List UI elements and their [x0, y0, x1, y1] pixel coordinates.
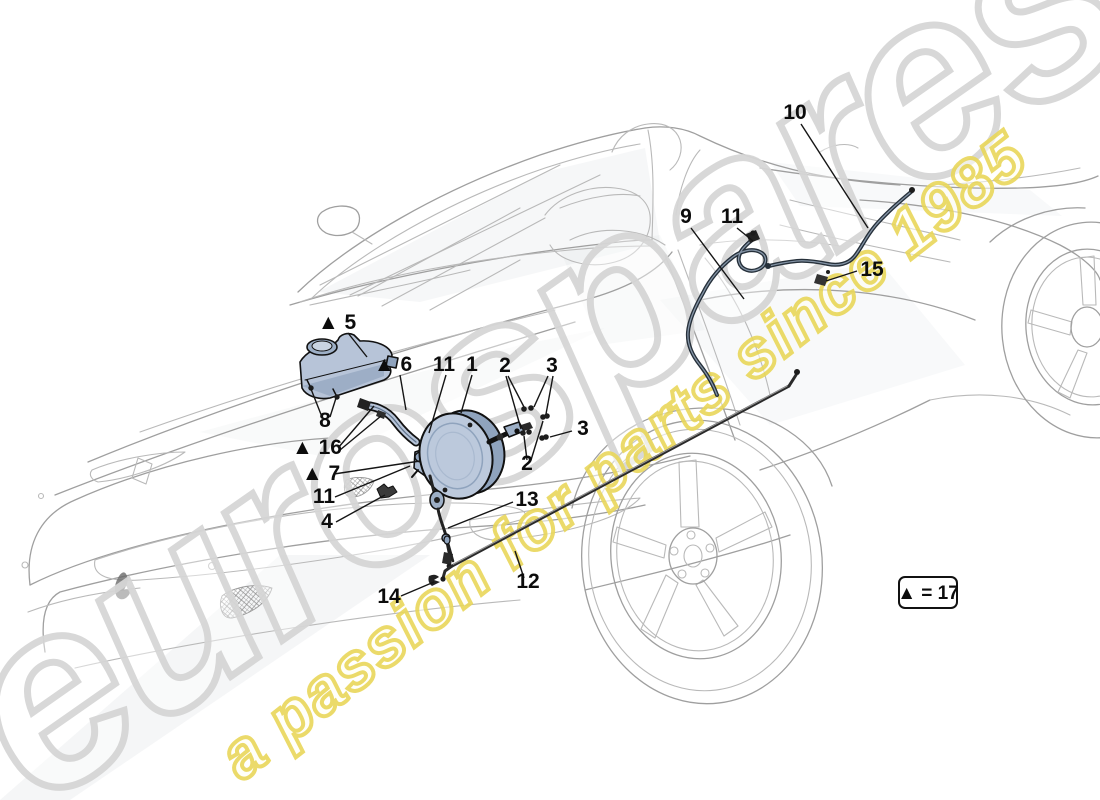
reservoir-screws	[306, 379, 340, 400]
brake-servo	[418, 409, 506, 500]
brake-fluid-reservoir	[299, 332, 399, 400]
bracket	[376, 483, 398, 499]
part-label-5: ▲ 5	[318, 311, 357, 334]
leader-line-10	[800, 123, 869, 229]
part-label-15: 15	[860, 258, 884, 281]
leader-line-4	[335, 494, 386, 523]
legend-label: ▲ = 17	[897, 583, 959, 604]
grille-mesh	[220, 585, 273, 619]
part-label-3-right: 3	[577, 417, 589, 440]
leader-line-2-bottom-1	[530, 420, 544, 461]
leader-line-16-1	[339, 415, 382, 451]
part-label-4: 4	[321, 510, 333, 533]
part-label-11-left: 11	[313, 485, 336, 508]
actuation-rod	[440, 369, 800, 582]
part-label-2-bottom: 2	[521, 452, 533, 475]
leader-line-8	[310, 388, 323, 418]
part-label-3-top: 3	[546, 354, 558, 377]
part-label-8: 8	[319, 409, 331, 432]
part-label-1: 1	[466, 353, 478, 376]
leader-line-7	[333, 460, 421, 475]
leader-line-2-top	[507, 375, 525, 408]
leader-line-14	[400, 581, 435, 597]
leader-line-15	[825, 270, 858, 282]
supply-hose	[357, 398, 433, 447]
part-label-13: 13	[515, 488, 538, 511]
leader-line-2-top-1	[505, 375, 522, 430]
pipe-clamp	[814, 274, 828, 286]
bumper-badge	[114, 572, 130, 600]
leader-line-1	[460, 374, 473, 414]
part-label-10: 10	[783, 101, 806, 124]
leader-line-8-1	[329, 397, 337, 418]
leader-line-11-left	[334, 465, 411, 498]
part-label-6: ▲ 6	[374, 353, 412, 376]
hood-badge	[131, 457, 153, 485]
part-label-12: 12	[516, 570, 539, 593]
part-label-11-mid: 11	[433, 353, 456, 376]
leader-line-11-top	[736, 227, 754, 242]
leader-line-3-right	[549, 430, 573, 438]
part-label-7: ▲ 7	[302, 462, 340, 485]
leader-line-5	[347, 332, 368, 358]
rear-wheel-spokes	[1027, 255, 1100, 399]
front-wheel-spokes	[612, 459, 773, 639]
leader-line-6	[399, 374, 407, 411]
part-label-2-top: 2	[499, 354, 511, 377]
leader-line-16	[337, 405, 375, 449]
servo-pushrod	[486, 421, 533, 445]
part-label-14: 14	[377, 585, 401, 608]
part-label-16: ▲ 16	[292, 436, 342, 459]
leader-line-3-top	[533, 375, 549, 408]
part-label-9: 9	[680, 205, 692, 228]
leader-line-13	[447, 501, 514, 529]
leader-line-9	[690, 227, 745, 300]
leader-line-2-bottom	[523, 435, 528, 461]
leader-line-3-top-1	[545, 375, 554, 415]
part-label-11-top: 11	[721, 205, 744, 228]
parts-artwork	[299, 187, 915, 586]
leader-line-12	[514, 550, 525, 579]
rear-pipes	[685, 187, 915, 397]
leader-line-11-mid	[428, 374, 447, 434]
legend-box: ▲ = 17	[897, 576, 959, 609]
fasteners	[520, 405, 550, 441]
